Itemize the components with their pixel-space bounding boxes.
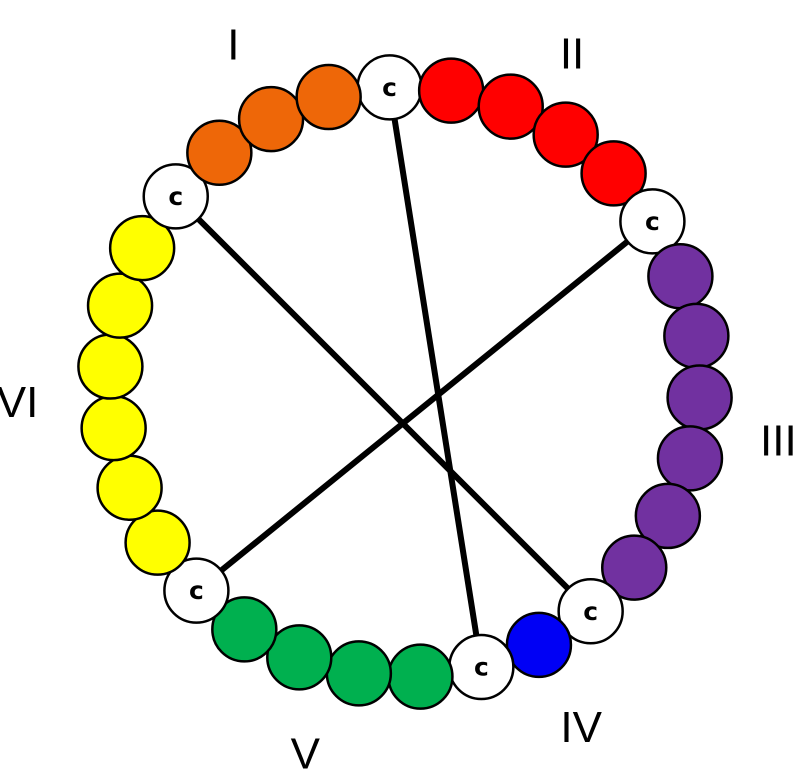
segment-label-iv: IV (560, 703, 602, 752)
bead-iii-5 (634, 482, 702, 550)
connector-label-6: c (168, 182, 183, 211)
bead-i-2 (237, 85, 305, 153)
bead-iii-2 (663, 302, 730, 370)
segment-label-ii: II (560, 30, 584, 79)
bead-vi-2 (96, 454, 163, 521)
segment-label-vi: VI (0, 378, 38, 427)
bead-v-3 (266, 624, 333, 691)
bead-vi-5 (86, 272, 154, 339)
connector-label-4: c (474, 652, 489, 681)
bead-v-4 (211, 596, 278, 663)
bead-iii-6 (601, 534, 668, 601)
bead-i-3 (295, 63, 362, 131)
bead-vi-6 (108, 214, 176, 282)
connector-label-1: c (382, 73, 397, 102)
connector-label-3: c (583, 597, 598, 626)
link-c1-c4 (386, 84, 485, 670)
beads-layer: c c c c c c (77, 54, 733, 710)
bead-ii-2 (477, 73, 544, 140)
bead-iv-1 (505, 611, 573, 679)
connector-label-2: c (645, 207, 660, 236)
bead-iii-4 (656, 425, 724, 492)
connector-bead-3 (557, 578, 624, 645)
bead-v-2 (325, 640, 393, 707)
bead-v-1 (387, 643, 454, 710)
bead-ii-3 (532, 101, 599, 168)
bead-ii-4 (580, 140, 647, 207)
segment-label-v: V (291, 729, 321, 778)
segment-label-i: I (227, 21, 239, 70)
bead-vi-1 (124, 509, 191, 576)
bead-iii-1 (647, 243, 714, 310)
links-layer (172, 84, 656, 670)
link-c2-c5 (193, 218, 656, 594)
bead-iii-3 (666, 364, 733, 431)
connector-bead-5 (163, 557, 230, 624)
bead-vi-3 (80, 394, 147, 462)
bead-i-1 (186, 119, 253, 186)
connector-label-5: c (189, 576, 204, 605)
link-c6-c3 (172, 193, 594, 615)
connector-bead-2 (619, 188, 686, 255)
segment-label-iii: III (760, 417, 797, 466)
bead-ii-1 (417, 57, 485, 124)
bead-vi-4 (77, 333, 144, 400)
connector-bead-6 (142, 163, 209, 230)
